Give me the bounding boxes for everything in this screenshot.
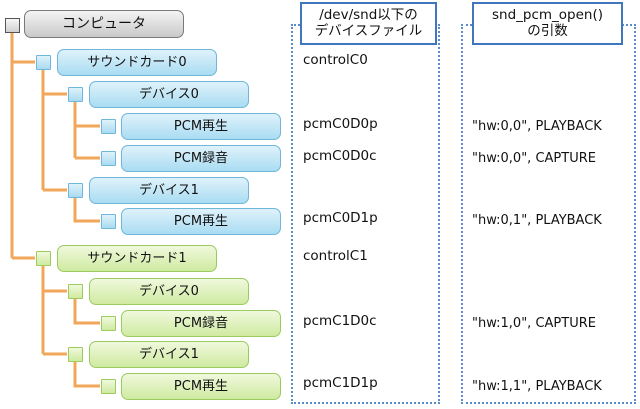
connector-card1-dev0 xyxy=(73,299,100,325)
card0-dev1-node: デバイス1 xyxy=(89,177,249,204)
connector-card1-dev1 xyxy=(73,362,100,388)
args-header-line1: snd_pcm_open() xyxy=(491,7,604,23)
root-label: コンピュータ xyxy=(62,16,146,32)
card0-node: サウンドカード0 xyxy=(57,49,217,76)
card1-dev1-playback-node: PCM再生 xyxy=(121,373,281,400)
card1-dev1-marker xyxy=(68,347,83,362)
card0-dev0-playback-label: PCM再生 xyxy=(173,119,229,134)
card0-dev1-playback-node: PCM再生 xyxy=(121,208,281,235)
card1-dev1-playback-label: PCM再生 xyxy=(173,379,229,394)
devfile-cell: controlC1 xyxy=(303,248,368,264)
card1-dev1-label: デバイス1 xyxy=(139,347,199,362)
card1-dev0-marker xyxy=(68,284,83,299)
card1-dev1-node: デバイス1 xyxy=(89,341,249,368)
devfile-cell: pcmC0D0p xyxy=(303,116,378,132)
root-node: コンピュータ xyxy=(24,10,184,38)
connector-card0-dev0 xyxy=(73,102,100,160)
args-cell: "hw:1,1", PLAYBACK xyxy=(472,379,602,394)
connector-card0 xyxy=(41,70,67,192)
card0-dev0-marker xyxy=(68,87,83,102)
devfile-header: /dev/snd以下の デバイスファイル xyxy=(300,2,437,45)
card0-dev0-capture-marker xyxy=(101,151,116,166)
card1-dev0-capture-marker xyxy=(101,316,116,331)
devfile-cell: pcmC0D0c xyxy=(303,148,377,164)
devfile-cell: controlC0 xyxy=(303,52,368,68)
args-header-line2: の引数 xyxy=(527,23,568,39)
card0-dev1-label: デバイス1 xyxy=(139,183,199,198)
args-header: snd_pcm_open() の引数 xyxy=(472,2,623,45)
root-marker xyxy=(5,18,20,33)
args-cell: "hw:0,0", CAPTURE xyxy=(472,151,596,166)
devfile-cell: pcmC1D1p xyxy=(303,375,378,391)
devfile-cell: pcmC0D1p xyxy=(303,210,378,226)
args-cell: "hw:1,0", CAPTURE xyxy=(472,316,596,331)
card0-dev1-playback-label: PCM再生 xyxy=(173,214,229,229)
devfile-header-line1: /dev/snd以下の xyxy=(319,7,418,23)
args-cell: "hw:0,1", PLAYBACK xyxy=(472,213,602,228)
card1-node: サウンドカード1 xyxy=(57,245,217,272)
args-cell: "hw:0,0", PLAYBACK xyxy=(472,119,602,134)
devfile-cell: pcmC1D0c xyxy=(303,313,377,329)
card0-marker xyxy=(36,55,51,70)
card0-dev0-playback-marker xyxy=(101,119,116,134)
card0-dev0-playback-node: PCM再生 xyxy=(121,113,281,140)
connector-card1 xyxy=(41,266,67,356)
card1-marker xyxy=(36,251,51,266)
card1-dev0-label: デバイス0 xyxy=(139,284,199,299)
card0-dev0-node: デバイス0 xyxy=(89,81,249,108)
connector-root xyxy=(10,30,35,260)
card1-dev0-capture-label: PCM録音 xyxy=(173,316,229,331)
card1-dev0-node: デバイス0 xyxy=(89,278,249,305)
card0-dev0-capture-label: PCM録音 xyxy=(173,151,229,166)
connector-card0-dev1 xyxy=(73,198,100,223)
card0-label: サウンドカード0 xyxy=(87,55,187,70)
devfile-header-line2: デバイスファイル xyxy=(314,23,423,39)
card1-label: サウンドカード1 xyxy=(87,251,187,266)
card1-dev1-playback-marker xyxy=(101,379,116,394)
card0-dev0-label: デバイス0 xyxy=(139,87,199,102)
card1-dev0-capture-node: PCM録音 xyxy=(121,310,281,337)
card0-dev1-marker xyxy=(68,183,83,198)
card0-dev0-capture-node: PCM録音 xyxy=(121,145,281,172)
card0-dev1-playback-marker xyxy=(101,214,116,229)
